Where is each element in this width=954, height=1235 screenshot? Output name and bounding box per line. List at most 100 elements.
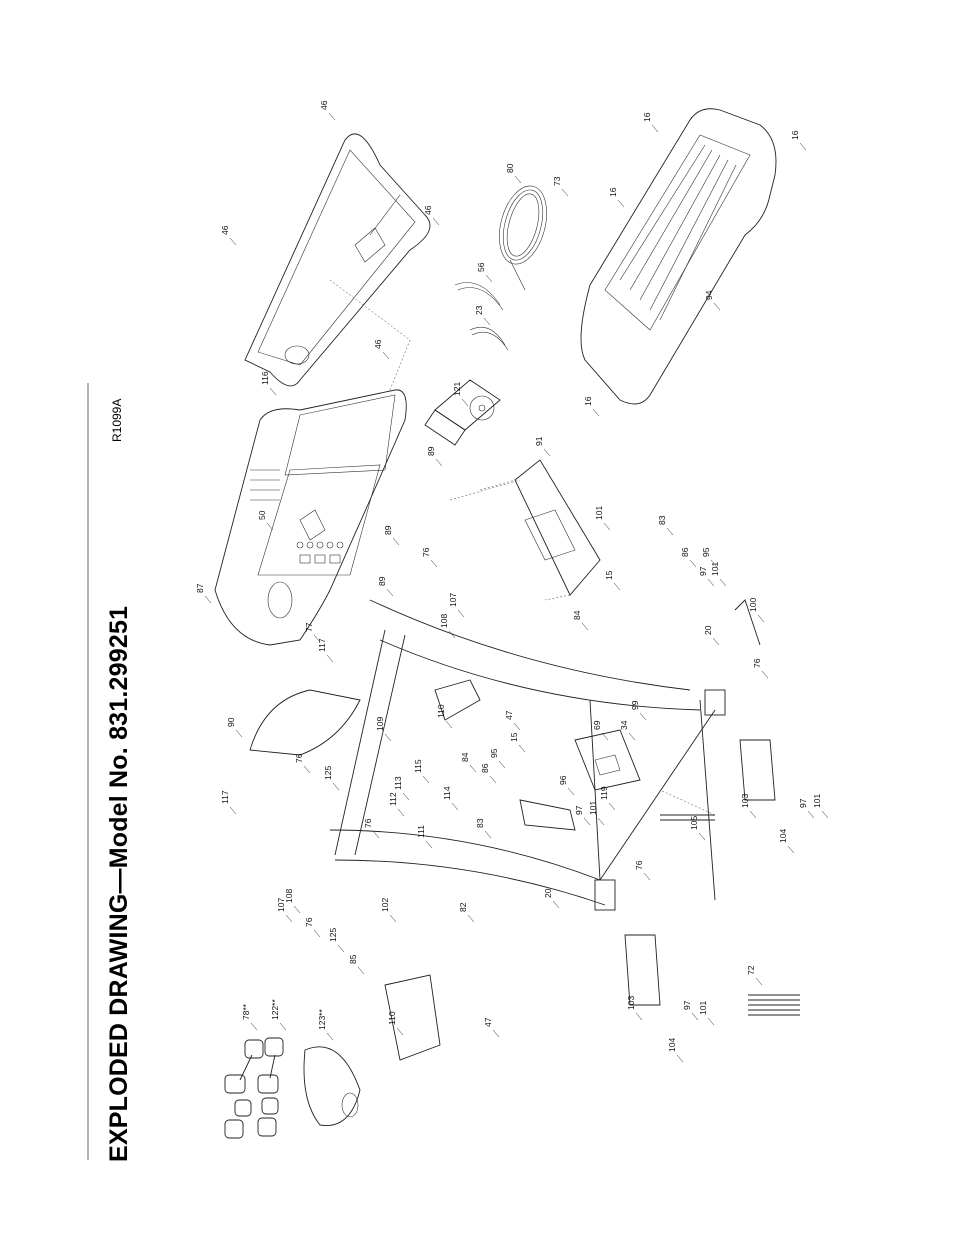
callout-leader <box>266 522 274 531</box>
callout-97: 97 <box>698 566 708 576</box>
callout-46: 46 <box>319 100 329 110</box>
callout-leader <box>651 124 659 133</box>
callout-leader <box>713 302 721 311</box>
callout-76: 76 <box>752 658 762 668</box>
callout-leader <box>635 1012 643 1021</box>
callout-20: 20 <box>703 625 713 635</box>
callout-101: 101 <box>594 506 604 520</box>
callout-leader <box>761 670 769 679</box>
callout-111: 111 <box>416 825 426 838</box>
callout-16: 16 <box>583 396 593 406</box>
callout-16: 16 <box>608 187 618 197</box>
callout-leader <box>396 1027 404 1036</box>
callout-leader <box>787 845 795 854</box>
callout-leader <box>719 578 727 587</box>
callout-87: 87 <box>195 583 205 593</box>
callout-15: 15 <box>604 570 614 580</box>
callout-80: 80 <box>505 163 515 173</box>
cd-case <box>424 379 501 446</box>
callout-leader <box>432 217 440 226</box>
callout-leader <box>613 582 621 591</box>
callout-103: 103 <box>626 996 636 1010</box>
callout-leader <box>451 802 459 811</box>
callout-leader <box>698 832 706 841</box>
callout-leader <box>755 977 763 986</box>
callout-leader <box>457 609 465 618</box>
callout-95: 95 <box>489 748 499 758</box>
callout-leader <box>676 1054 684 1063</box>
callout-83: 83 <box>475 818 485 828</box>
callout-47: 47 <box>483 1017 493 1027</box>
callout-76: 76 <box>294 753 304 763</box>
callout-leader <box>204 595 212 604</box>
callout-leader <box>603 522 611 531</box>
callout-leader <box>498 760 506 769</box>
callout-112: 112 <box>388 792 398 806</box>
callout-72: 72 <box>746 965 756 975</box>
callout-leader <box>666 527 674 536</box>
callout-leader <box>279 1022 287 1031</box>
callout-119: 119 <box>599 786 609 800</box>
callout-76: 76 <box>363 818 373 828</box>
callout-leader <box>492 1029 500 1038</box>
callout-77: 77 <box>304 622 314 632</box>
cable-coil <box>454 185 547 351</box>
callout-leader <box>514 175 522 184</box>
console-shroud <box>244 133 431 387</box>
callout-leader <box>757 614 765 623</box>
callout-107: 107 <box>448 593 458 607</box>
callout-91: 91 <box>534 436 544 446</box>
callout-125: 125 <box>328 928 338 942</box>
callout-96: 96 <box>558 775 568 785</box>
callout-leader <box>484 830 492 839</box>
callout-leader <box>313 634 321 643</box>
handrails <box>384 679 576 1061</box>
callout-97: 97 <box>682 1000 692 1010</box>
callout-leader <box>643 872 651 881</box>
callout-leader <box>489 775 497 784</box>
callout-97: 97 <box>574 805 584 815</box>
callout-leader <box>518 744 526 753</box>
callout-leader <box>269 387 277 396</box>
callout-leader <box>583 817 591 826</box>
belt-guard <box>479 459 601 601</box>
callout-122: 122** <box>270 999 280 1020</box>
callout-leader <box>392 537 400 546</box>
callout-leader <box>389 914 397 923</box>
safety-key <box>734 599 761 646</box>
callout-leader <box>250 1022 258 1031</box>
callout-leader <box>552 900 560 909</box>
callout-leader <box>326 1032 334 1041</box>
callout-leader <box>691 1012 699 1021</box>
upright-frame <box>329 599 726 911</box>
callout-109: 109 <box>375 717 385 731</box>
callout-86: 86 <box>480 763 490 773</box>
callout-leader <box>425 840 433 849</box>
callout-117: 117 <box>220 790 230 804</box>
callout-leader <box>326 654 334 663</box>
callout-leader <box>807 810 815 819</box>
callout-102: 102 <box>380 898 390 912</box>
callout-leader <box>382 351 390 360</box>
callout-leader <box>561 188 569 197</box>
callout-leader <box>402 792 410 801</box>
callout-leader <box>332 782 340 791</box>
callout-94: 94 <box>704 290 714 300</box>
callout-82: 82 <box>458 902 468 912</box>
callout-99: 99 <box>630 700 640 710</box>
callout-84: 84 <box>572 610 582 620</box>
callout-leader <box>303 765 311 774</box>
towel-accessory <box>249 689 361 756</box>
motor-bracket <box>574 729 641 791</box>
callout-leader <box>467 914 475 923</box>
callout-105: 105 <box>689 816 699 830</box>
ankle-straps <box>303 1046 361 1127</box>
callout-76: 76 <box>634 860 644 870</box>
callout-117: 117 <box>317 638 327 652</box>
console-assembly <box>214 389 407 646</box>
callout-97: 97 <box>798 798 808 808</box>
callout-16: 16 <box>642 112 652 122</box>
callout-leader <box>337 944 345 953</box>
